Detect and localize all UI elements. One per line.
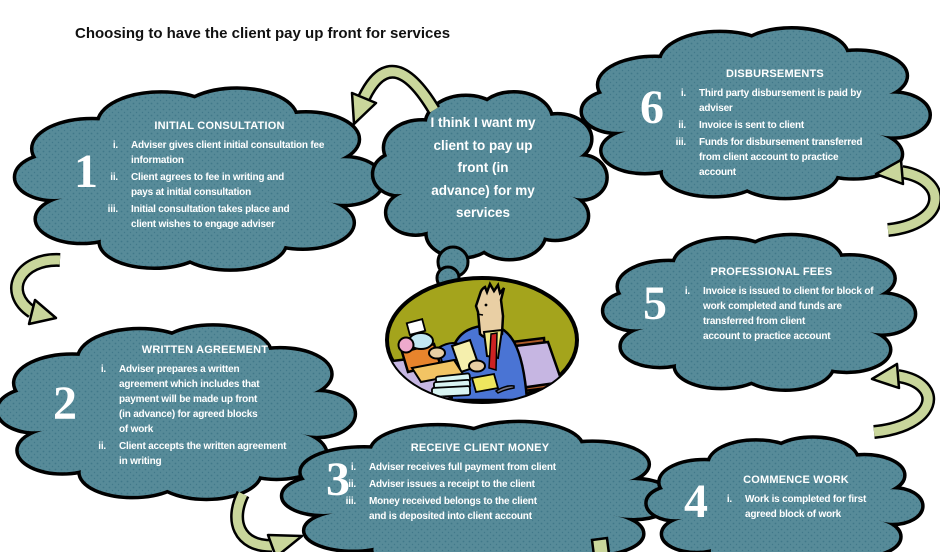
arrow-center-to-1 [350,64,441,126]
cloud-disbursements: DISBURSEMENTS i. Third party disbursemen… [660,68,890,182]
cloud-initial-consultation: INITIAL CONSULTATION i. Adviser gives cl… [92,120,347,234]
step-number-6: 6 [640,81,664,134]
cloud-shape-2 [0,323,358,502]
step-number-2: 2 [53,377,77,430]
arrow-3-to-4 [590,536,611,552]
list-marker: i. [112,140,118,151]
list-item: iii. Funds for disbursement transferred … [660,135,890,180]
list-marker: i. [726,494,732,505]
step-number-4: 4 [684,475,708,528]
arrow-5-to-6 [874,158,940,237]
list-marker: iii. [345,496,357,507]
list-item: ii. Adviser issues a receipt to the clie… [330,477,630,492]
list-text: Adviser issues a receipt to the client [369,479,535,490]
list-text: Third party disbursement is paid by advi… [699,88,862,114]
list-text: Money received belongs to the client and… [369,496,537,522]
list-marker: iii. [107,204,119,215]
list-marker: ii. [678,120,686,131]
list-text: Adviser prepares a written agreement whi… [119,364,260,435]
cloud-shape-3 [279,419,677,552]
list-item: i. Adviser receives full payment from cl… [330,460,630,475]
list-marker: i. [100,364,106,375]
list-item: i. Work is completed for first agreed bl… [706,492,886,522]
central-thought-text: I think I want my client to pay up front… [430,115,536,220]
arrow-4-to-5 [870,362,935,439]
list-marker: ii. [98,441,106,452]
list-text: Invoice is sent to client [699,120,805,131]
cloud-title: WRITTEN AGREEMENT [141,344,269,356]
list-text: Client agrees to fee in writing and pays… [131,172,285,198]
list-text: Funds for disbursement transferred from … [699,137,863,178]
cloud-title: PROFESSIONAL FEES [710,266,833,278]
list-item: ii. Invoice is sent to client [660,118,890,133]
cloud-shape-4 [644,435,925,552]
cloud-written-agreement: WRITTEN AGREEMENT i. Adviser prepares a … [80,344,330,471]
page-title: Choosing to have the client pay up front… [75,25,451,42]
list-marker: i. [350,462,356,473]
list-marker: iii. [675,137,687,148]
arrow-2-to-3 [230,490,304,552]
cloud-title: DISBURSEMENTS [726,68,824,80]
cloud-title: COMMENCE WORK [743,474,849,486]
step-number-1: 1 [74,145,98,198]
step-number-5: 5 [643,277,667,330]
list-text: Work is completed for first agreed block… [745,494,867,520]
list-marker: ii. [348,479,356,490]
list-text: Initial consultation takes place and cli… [131,204,290,230]
list-item: i. Adviser gives client initial consulta… [92,138,347,168]
arrow-1-to-2 [10,252,61,326]
list-item: i. Adviser prepares a written agreement … [80,362,330,437]
list-marker: i. [684,286,690,297]
list-marker: i. [680,88,686,99]
cloud-title: RECEIVE CLIENT MONEY [410,442,550,454]
list-text: Invoice is issued to client for block of… [703,286,874,342]
clipart-adviser-at-desk [385,276,579,404]
list-item: i. Third party disbursement is paid by a… [660,86,890,116]
thought-bubble-shape [370,90,609,262]
list-item: iii. Money received belongs to the clien… [330,494,630,524]
list-item: ii. Client accepts the written agreement… [80,439,330,469]
list-marker: ii. [110,172,118,183]
cloud-title: INITIAL CONSULTATION [154,120,285,132]
list-text: Adviser gives client initial consultatio… [131,140,325,166]
list-item: iii. Initial consultation takes place an… [92,202,347,232]
cloud-shape-5 [600,232,918,393]
cloud-commence-work: COMMENCE WORK i. Work is completed for f… [706,474,886,524]
cloud-shape-1 [12,86,386,272]
list-item: i. Invoice is issued to client for block… [664,284,879,344]
step-number-3: 3 [326,453,350,506]
list-item: ii. Client agrees to fee in writing and … [92,170,347,200]
cloud-shape-6 [579,26,933,201]
cloud-professional-fees: PROFESSIONAL FEES i. Invoice is issued t… [664,266,879,346]
cloud-receive-client-money: RECEIVE CLIENT MONEY i. Adviser receives… [330,442,630,526]
list-text: Adviser receives full payment from clien… [369,462,556,473]
list-text: Client accepts the written agreement in … [119,441,287,467]
